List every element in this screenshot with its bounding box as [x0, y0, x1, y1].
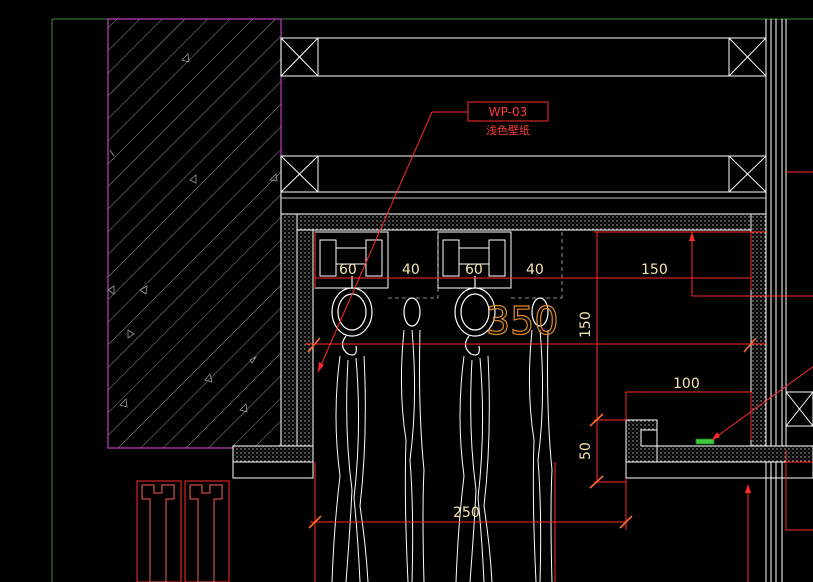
- material-code: WP-03: [489, 105, 527, 119]
- leader-arrowheads: [318, 362, 720, 440]
- window-frame: [136, 480, 230, 582]
- leader-lines: [317, 111, 813, 441]
- material-tag: WP-03 浅色壁纸: [467, 101, 549, 137]
- dim-track-b-right: 40: [526, 262, 544, 278]
- dim-pocket-width: 150: [641, 262, 668, 278]
- dimension-texts: 60 40 60 40 150 150 350 100 50 250: [339, 262, 700, 521]
- dim-track-a-right: 40: [402, 262, 420, 278]
- dim-track-b-left: 60: [465, 262, 483, 278]
- dimension-lines: [305, 171, 813, 582]
- dim-box-height: 350: [486, 299, 559, 343]
- dim-ledge-width: 100: [673, 376, 700, 392]
- curtain-fabric: [331, 329, 553, 582]
- dim-ledge-height: 50: [578, 442, 594, 460]
- dim-track-a-left: 60: [339, 262, 357, 278]
- material-description: 浅色壁纸: [486, 123, 530, 137]
- dimension-ticks: [307, 337, 757, 529]
- right-wall-column: [765, 19, 813, 582]
- dim-overall-width: 250: [453, 505, 480, 521]
- concrete-wall: [107, 18, 282, 449]
- curtain-pocket-right-board: [625, 213, 813, 479]
- ceiling-board: [280, 191, 767, 231]
- curtain-pocket-left-board: [232, 213, 314, 479]
- dim-pocket-height: 150: [578, 311, 594, 338]
- dimension-arrows: [689, 232, 751, 493]
